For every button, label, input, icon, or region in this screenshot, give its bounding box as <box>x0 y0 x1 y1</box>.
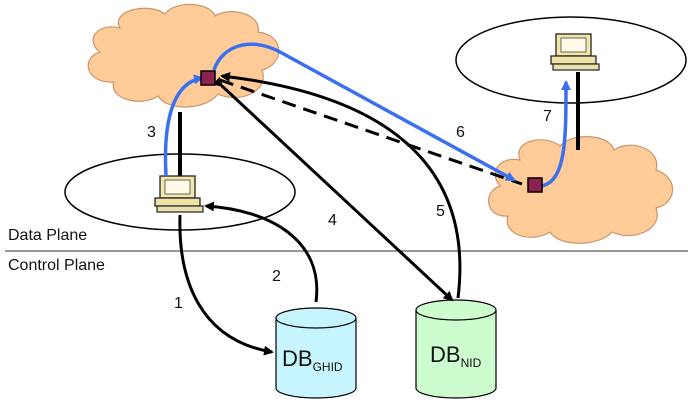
arrow-step-5 <box>220 71 462 299</box>
step-label-3: 3 <box>147 124 156 141</box>
db-ghid-sub: GHID <box>312 360 343 374</box>
data-path-step-7 <box>541 80 571 188</box>
arrow-step-2 <box>204 201 319 303</box>
dashed-link <box>219 78 523 186</box>
step-label-7: 7 <box>543 108 552 125</box>
db-ghid-main: DB <box>282 346 313 371</box>
control-plane-label: Control Plane <box>8 257 105 274</box>
db-nid-sub: NID <box>460 356 482 370</box>
step-label-4: 4 <box>328 212 337 229</box>
computer-icon <box>154 175 204 213</box>
step-label-5: 5 <box>436 203 445 220</box>
db-ghid-label: DBGHID <box>282 346 343 374</box>
step-label-6: 6 <box>456 124 465 141</box>
step-label-1: 1 <box>174 295 183 312</box>
data-path-step-6 <box>212 42 516 182</box>
database-icon <box>415 299 497 399</box>
data-plane-label: Data Plane <box>8 227 88 244</box>
cloud-icon <box>488 136 674 244</box>
db-nid-main: DB <box>430 342 461 367</box>
right-network-ellipse <box>455 16 687 104</box>
computer-icon <box>550 33 600 71</box>
arrow-step-4 <box>212 76 454 302</box>
arrow-step-1 <box>178 214 274 356</box>
router-icon <box>200 70 216 86</box>
database-icon <box>275 307 357 399</box>
step-label-2: 2 <box>272 268 281 285</box>
db-nid-label: DBNID <box>430 342 482 370</box>
router-icon <box>527 177 543 193</box>
data-path-step-3 <box>163 74 204 177</box>
